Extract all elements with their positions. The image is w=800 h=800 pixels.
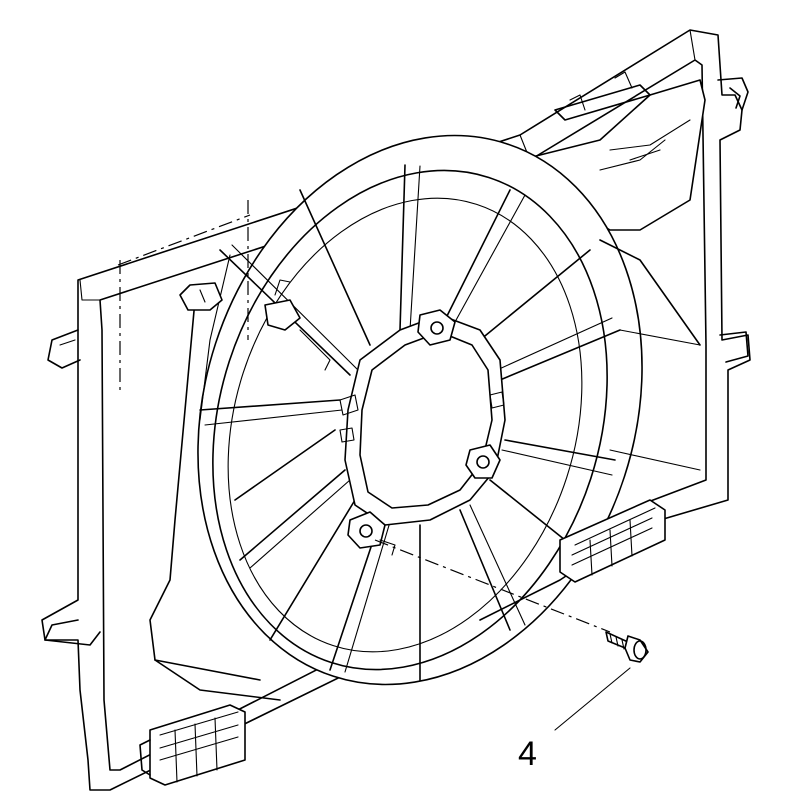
alignment-lines bbox=[117, 200, 611, 633]
lower-right-connector bbox=[559, 499, 666, 583]
lower-left-connector bbox=[139, 704, 246, 786]
leader-line bbox=[554, 667, 631, 731]
callout-4: 4 bbox=[518, 667, 631, 773]
fan-struts bbox=[199, 164, 621, 681]
bolt bbox=[605, 631, 649, 663]
callout-label: 4 bbox=[518, 735, 537, 773]
motor-mount-ring bbox=[339, 309, 506, 556]
upper-latch bbox=[264, 279, 331, 371]
